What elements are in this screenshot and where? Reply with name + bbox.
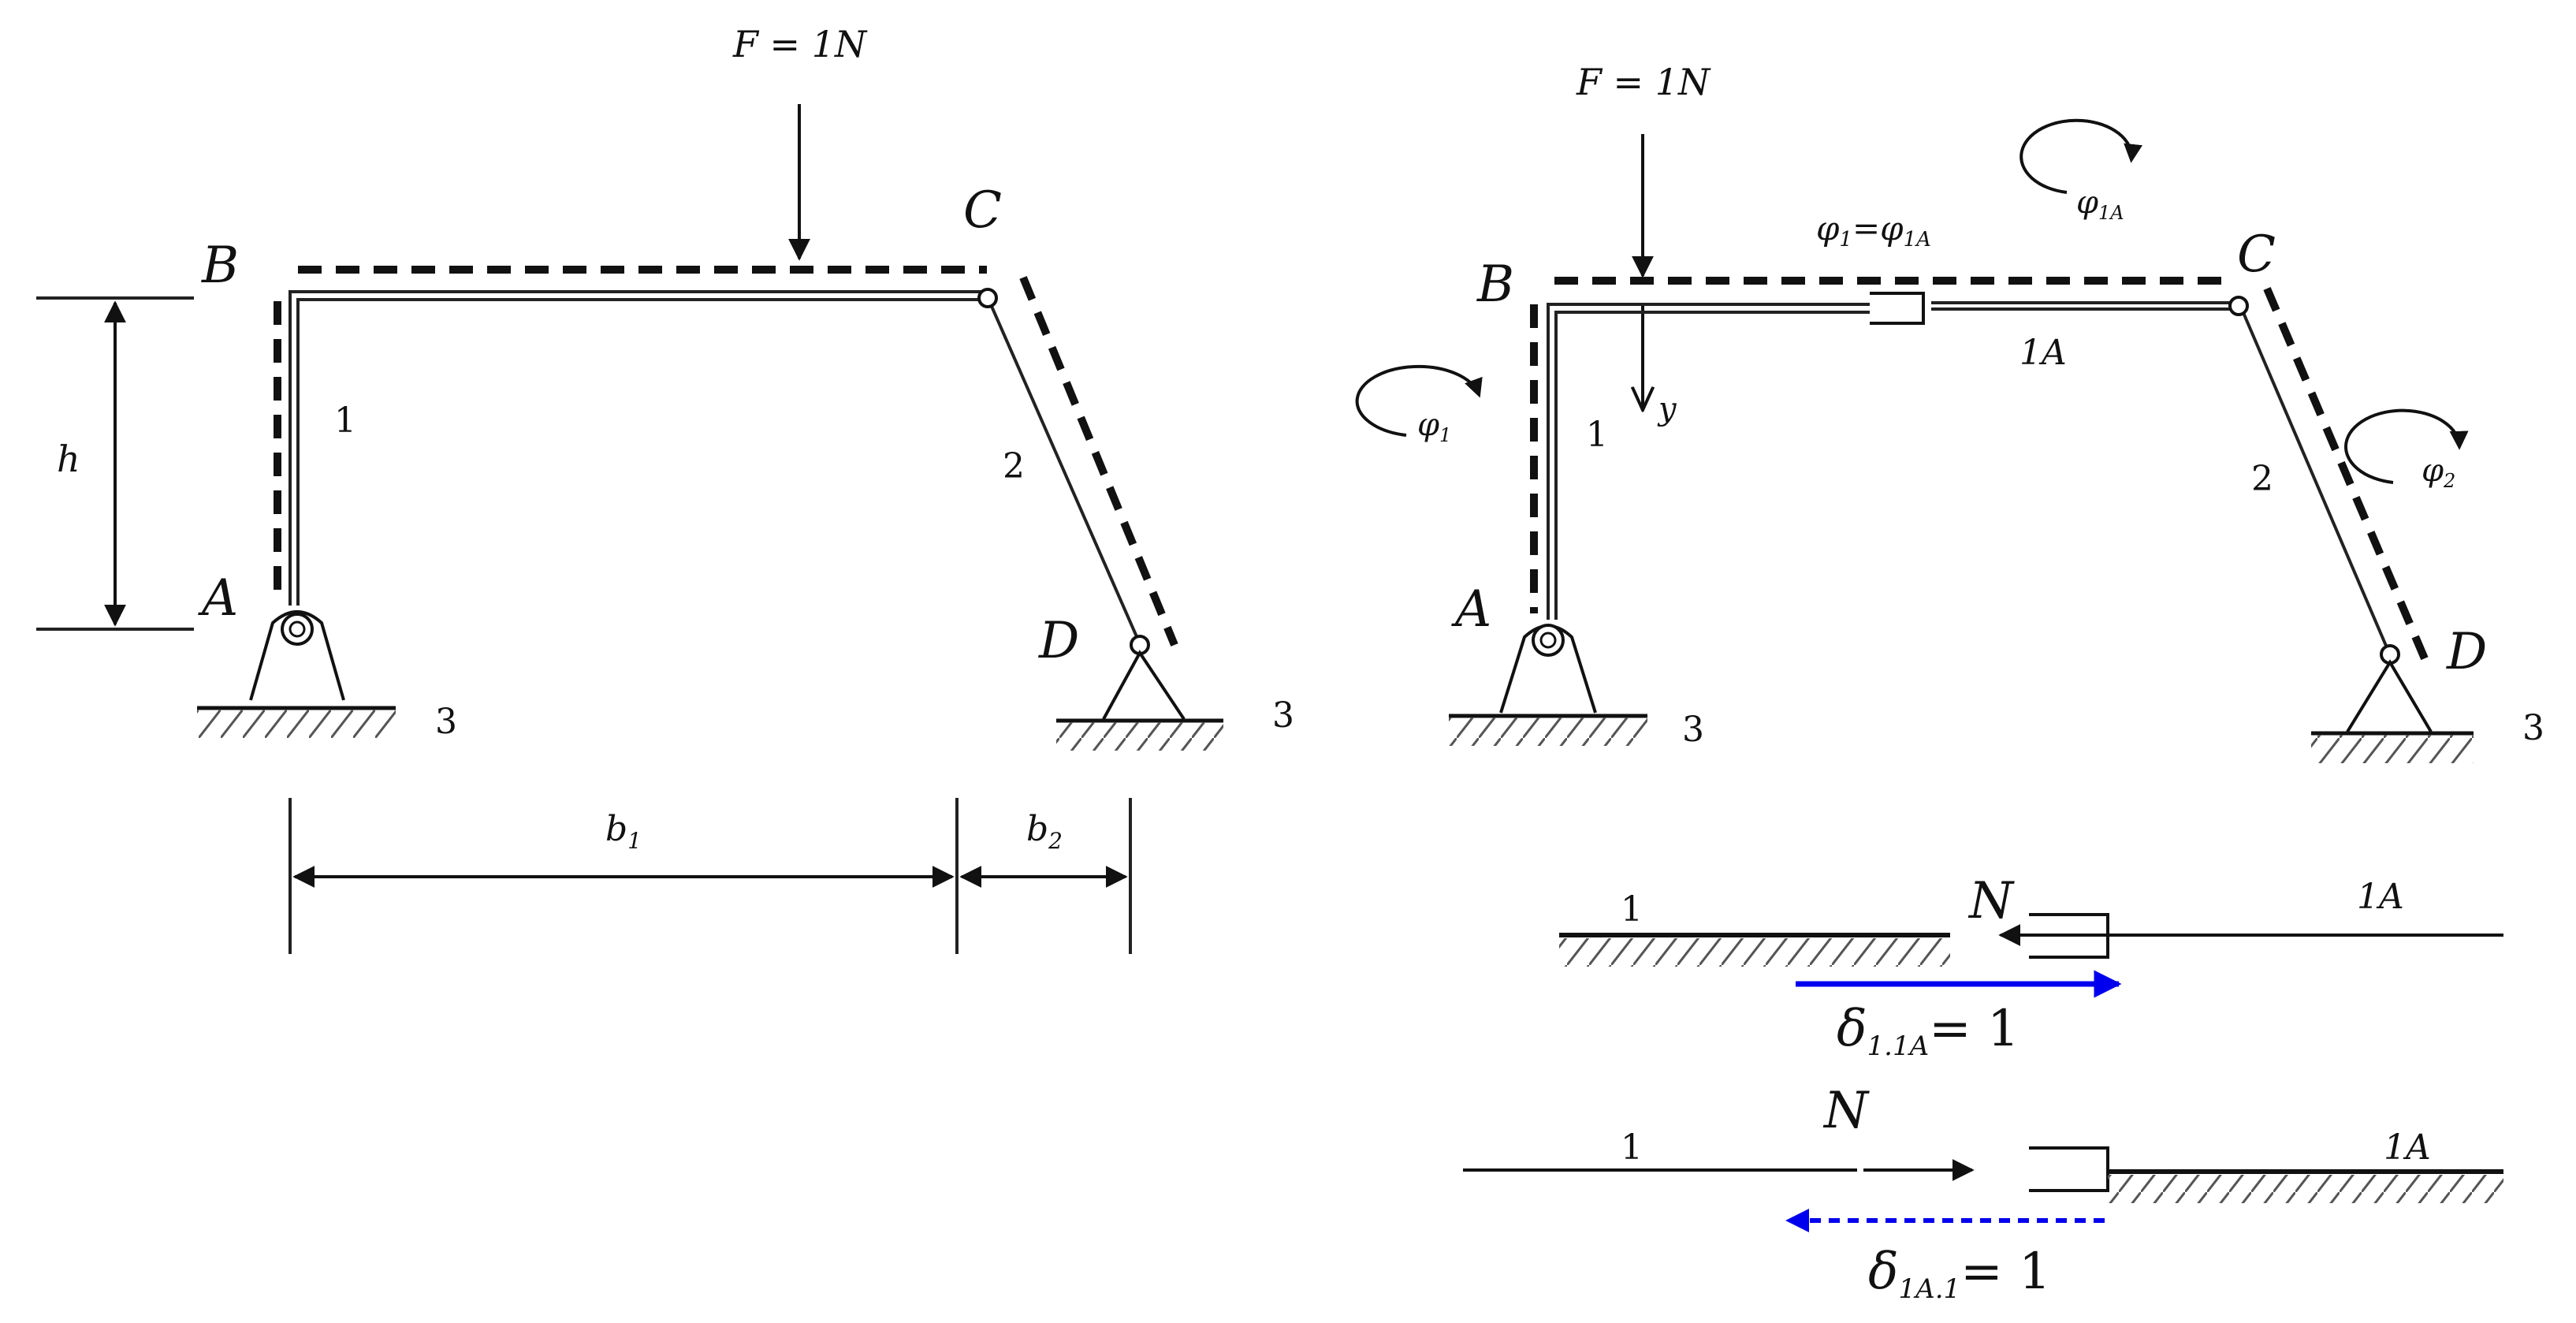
right-ground-D-hatch xyxy=(2311,735,2474,763)
detail-top-delta-label: δ1.1A= 1 xyxy=(1837,1000,2019,1062)
dim-b2-label: b2 xyxy=(1026,809,1063,854)
rotation-phi1-arrow xyxy=(1355,364,1483,437)
left-ground-label-2: 3 xyxy=(1272,695,1294,736)
right-joint-C xyxy=(2228,296,2249,316)
slider-slot xyxy=(1870,292,1925,325)
detail-bottom-slot xyxy=(2029,1146,2109,1192)
detail-top-left-label: 1 xyxy=(1621,889,1643,930)
left-ground-D-hatch xyxy=(1056,722,1223,751)
rotation-phi1A-arrow xyxy=(2019,118,2142,194)
rotation-phi1A-label: φ1A xyxy=(2076,184,2124,224)
detail-top-right-label: 1A xyxy=(2357,877,2404,917)
left-support-A xyxy=(249,610,345,701)
left-link-1-outer xyxy=(288,290,985,606)
left-link-1-inner xyxy=(296,298,981,606)
detail-bottom-left-label: 1 xyxy=(1621,1127,1643,1168)
right-ground-label-2: 3 xyxy=(2522,708,2544,748)
phi-relation: φ1=φ1A xyxy=(1816,209,1931,252)
dim-h-label: h xyxy=(57,438,80,480)
right-label-B: B xyxy=(1476,255,1514,314)
right-link-2 xyxy=(2240,308,2390,652)
left-label-D: D xyxy=(1038,612,1079,670)
right-ground-label-1: 3 xyxy=(1682,710,1704,750)
left-dashed-member-2 xyxy=(1019,276,1178,647)
right-member-1-label: 1 xyxy=(1586,415,1608,455)
left-force-label: F = 1N xyxy=(732,23,868,65)
left-label-C: C xyxy=(963,181,1002,240)
right-link-1-inner xyxy=(1554,311,1870,620)
right-label-C: C xyxy=(2237,225,2276,284)
left-member-2-label: 2 xyxy=(1003,446,1025,486)
detail-bottom-right-label: 1A xyxy=(2384,1127,2431,1168)
right-member-2-label: 2 xyxy=(2251,459,2273,499)
right-label-A: A xyxy=(1451,580,1491,639)
detail-bottom-hatch xyxy=(2108,1175,2503,1203)
left-label-A: A xyxy=(198,569,238,628)
detail-top-force-label: N xyxy=(1967,872,2015,930)
detail-top-hatch xyxy=(1559,938,1950,967)
right-member-1A-label: 1A xyxy=(2019,333,2067,373)
rotation-phi2-label: φ2 xyxy=(2422,453,2455,492)
right-figure: F = 1N y B C A D 1 xyxy=(1355,61,2544,763)
right-link-1-outer xyxy=(1547,303,1870,620)
left-ground-A-hatch xyxy=(197,710,396,738)
detail-bottom: 1 N 1A δ1A.1= 1 xyxy=(1463,1082,2503,1305)
rotation-phi1-label: φ1 xyxy=(1417,407,1451,446)
y-axis-label: y xyxy=(1657,391,1677,427)
left-support-D xyxy=(1102,650,1186,721)
detail-bottom-force-label: N xyxy=(1822,1082,1870,1140)
left-figure: F = 1N B C A D 1 2 3 3 xyxy=(36,23,1294,954)
detail-bottom-delta-label: δ1A.1= 1 xyxy=(1868,1243,2051,1305)
right-dashed-member-2 xyxy=(2263,287,2430,664)
right-label-D: D xyxy=(2446,623,2487,681)
dim-b1-label: b1 xyxy=(605,809,642,854)
rotation-phi2-arrow xyxy=(2344,408,2469,484)
right-ground-A-hatch xyxy=(1449,717,1647,746)
right-force-label: F = 1N xyxy=(1576,61,1711,103)
left-link-2 xyxy=(988,302,1140,641)
left-joint-C xyxy=(977,288,998,308)
left-label-B: B xyxy=(201,237,239,295)
right-support-D xyxy=(2346,659,2433,733)
detail-top: 1 N 1A δ1.1A= 1 xyxy=(1559,872,2503,1062)
left-member-1-label: 1 xyxy=(334,401,356,441)
left-ground-label-1: 3 xyxy=(435,702,457,742)
